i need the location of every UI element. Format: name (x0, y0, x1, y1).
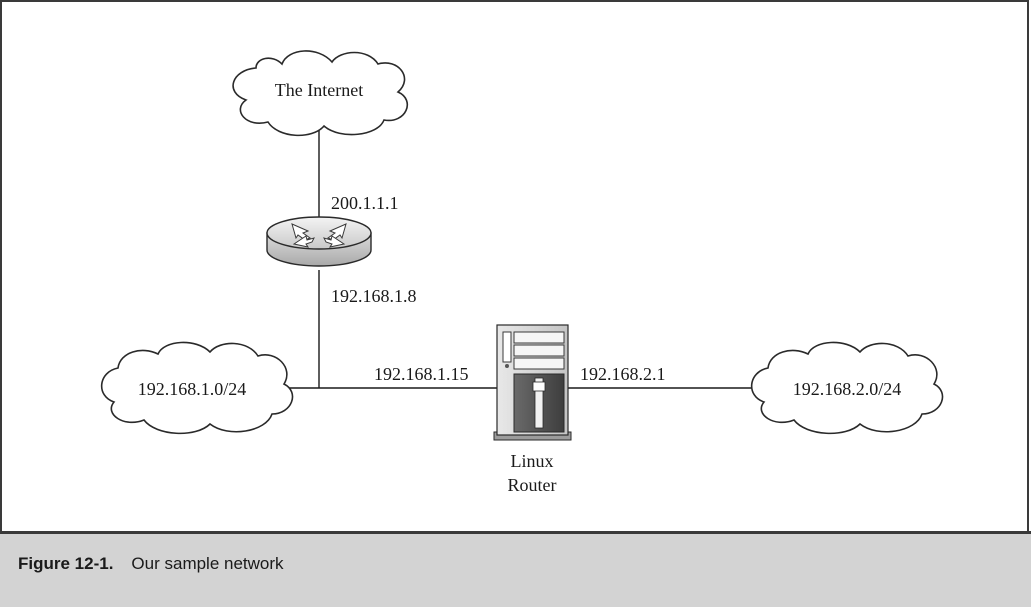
power-light (505, 364, 509, 368)
tower-slot-handle (532, 381, 546, 392)
linux-eth0-address: 192.168.1.15 (374, 364, 469, 384)
router-icon (266, 216, 372, 267)
cloud-shape (232, 50, 409, 137)
lan2-label: 192.168.2.0/24 (793, 379, 902, 399)
lan1-cloud: 192.168.1.0/24 (100, 341, 294, 435)
internet-cloud: The Internet (232, 50, 409, 137)
cloud-shape (100, 341, 294, 435)
lan2-cloud: 192.168.2.0/24 (750, 341, 944, 435)
linux-router-label-line2: Router (508, 475, 557, 495)
connection-lines (287, 130, 756, 389)
linux-router-label-line1: Linux (511, 451, 554, 471)
figure-number: Figure 12-1. (18, 554, 114, 573)
cloud-shape (750, 341, 944, 435)
linux-router-icon (493, 324, 572, 441)
lan1-label: 192.168.1.0/24 (138, 379, 247, 399)
router-top (266, 216, 372, 250)
drive-bay-2 (513, 344, 565, 357)
router-lan-address: 192.168.1.8 (331, 286, 417, 306)
drive-bay-1 (513, 331, 565, 344)
figure-caption: Figure 12-1. Our sample network (18, 554, 284, 574)
router-wan-address: 200.1.1.1 (331, 193, 399, 213)
tower-side-panel (502, 331, 512, 363)
figure-title: Our sample network (131, 554, 284, 573)
router-arrows-icon (291, 223, 347, 248)
tower-slot (534, 377, 544, 429)
drive-bay-3 (513, 357, 565, 370)
linux-eth1-address: 192.168.2.1 (580, 364, 666, 384)
internet-label: The Internet (275, 80, 363, 100)
figure-caption-bar: Figure 12-1. Our sample network (0, 531, 1031, 607)
network-diagram: The Internet 192.168.1.0/24 192.168.2.0/… (100, 50, 944, 495)
